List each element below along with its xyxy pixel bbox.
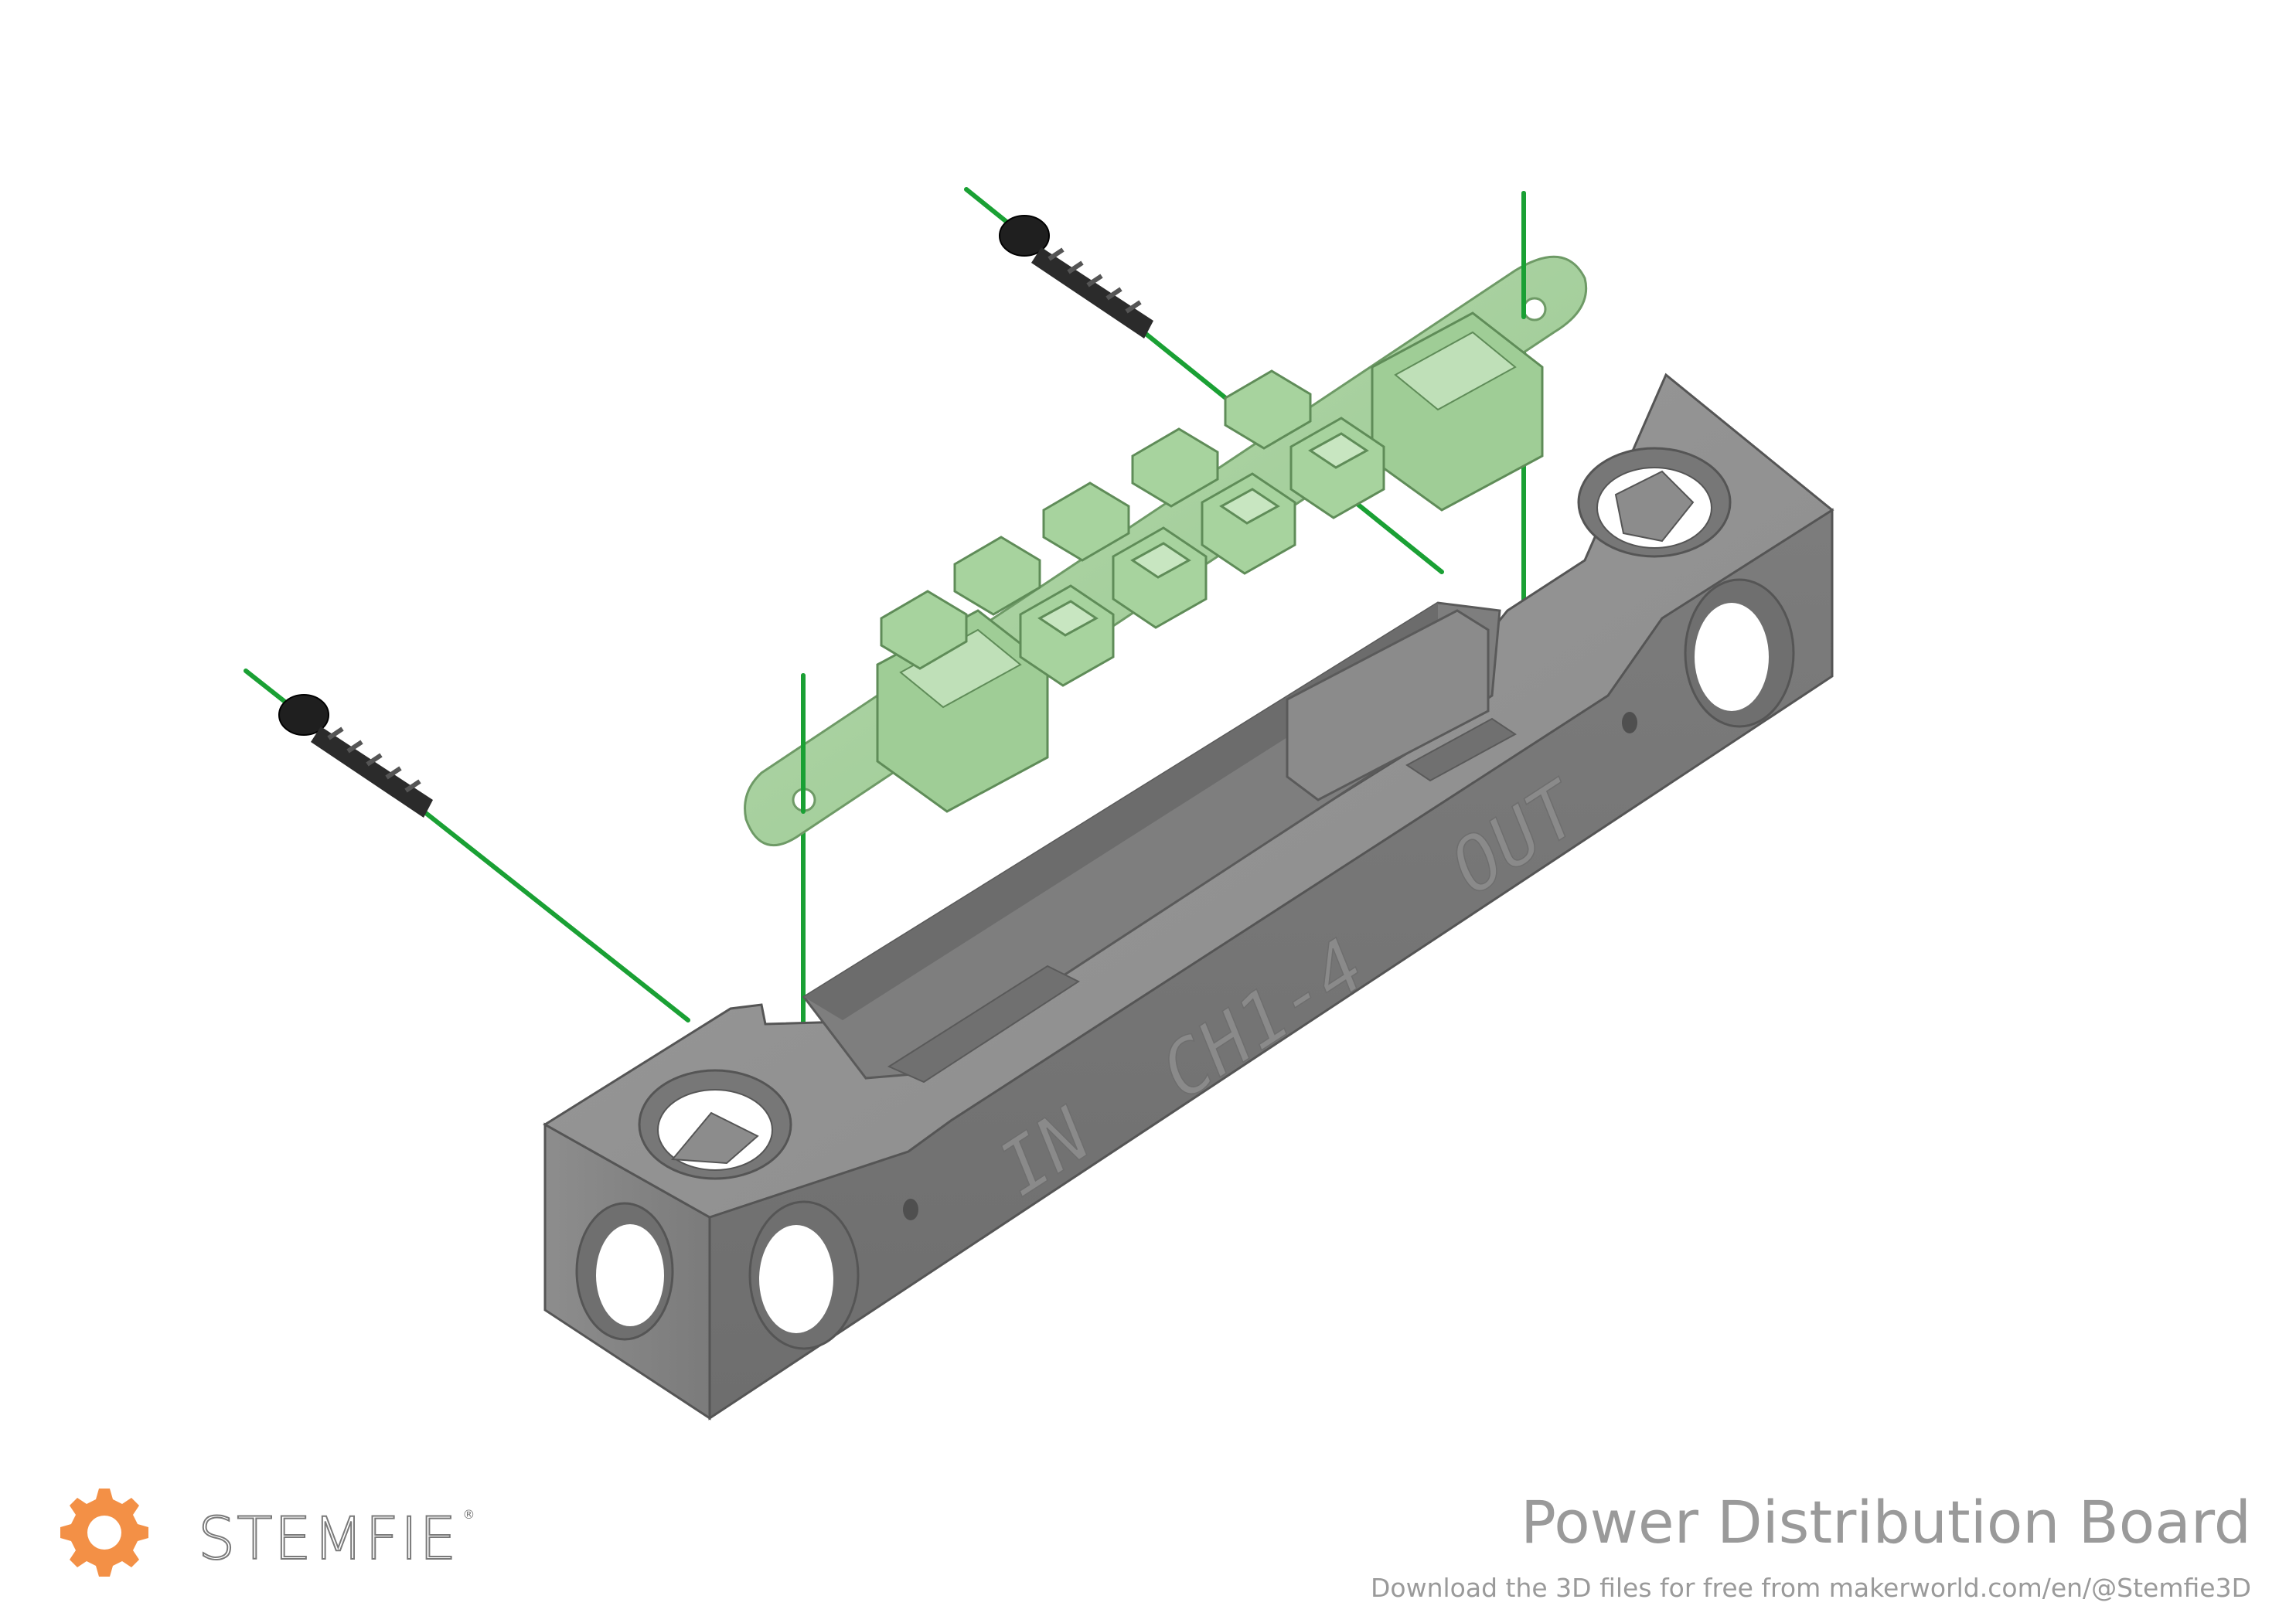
screw-right bbox=[999, 215, 1153, 339]
board-connectors-front bbox=[1019, 417, 1385, 687]
board-mount-hole-right bbox=[1522, 297, 1547, 322]
board-connector-front-2 bbox=[1112, 526, 1208, 629]
board-connector-front-3 bbox=[1201, 472, 1296, 575]
housing-top-hole-left bbox=[638, 1069, 792, 1180]
board-connector-back-4 bbox=[1131, 427, 1219, 508]
guide-lines-front bbox=[801, 191, 1526, 814]
board-connector-back-5 bbox=[1224, 369, 1312, 450]
brand-name: STEMFIE bbox=[197, 1503, 458, 1574]
grey-housing: IN CH1-4 OUT bbox=[543, 373, 1834, 1421]
housing-pilot-hole-left bbox=[903, 1199, 918, 1220]
board-connector-back-2 bbox=[953, 536, 1041, 616]
screw-left bbox=[278, 694, 433, 818]
board-connector-back-3 bbox=[1042, 481, 1130, 562]
housing-end-hole-left bbox=[575, 1202, 674, 1341]
board-connector-front-1 bbox=[1019, 584, 1115, 687]
stemfie-logo-icon bbox=[60, 1489, 148, 1577]
housing-inner-slot-left bbox=[887, 965, 1081, 1084]
housing-front-hole-left bbox=[748, 1200, 860, 1350]
board-connector-back-1 bbox=[880, 590, 968, 670]
board-connector-front-4 bbox=[1289, 417, 1385, 519]
green-connector-board bbox=[744, 255, 1588, 847]
housing-pilot-hole-right bbox=[1622, 712, 1637, 733]
housing-front-hole-right bbox=[1684, 578, 1795, 728]
housing-cavity-wall bbox=[804, 603, 1438, 1020]
page-title: Power Distribution Board bbox=[1521, 1488, 2251, 1557]
brand: STEMFIE ® bbox=[62, 1499, 475, 1577]
housing-top-hole-right bbox=[1577, 447, 1732, 558]
brand-registered-mark: ® bbox=[462, 1507, 475, 1522]
housing-inner-block bbox=[1286, 609, 1490, 801]
page-subtitle: Download the 3D files for free from make… bbox=[1371, 1573, 2251, 1603]
housing-inner-slot-right bbox=[1405, 717, 1517, 782]
board-connectors-back bbox=[880, 369, 1312, 670]
